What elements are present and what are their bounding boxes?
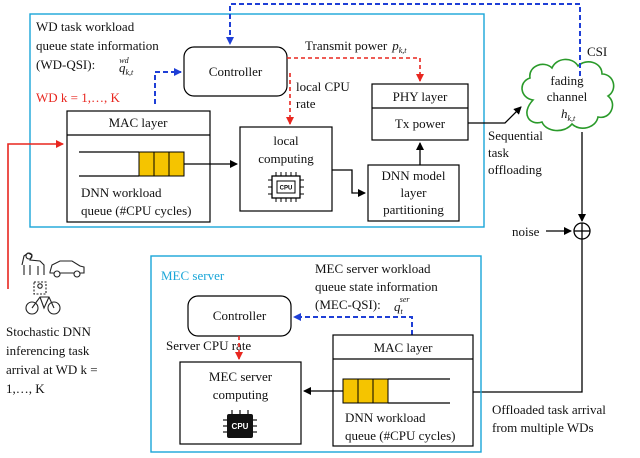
arrival-line1: Stochastic DNN [6,324,91,339]
channel-h-symbol: hk,t [561,106,576,123]
noise-label: noise [512,224,540,239]
phy-layer-label: PHY layer [393,89,448,104]
dnn-partition-box [367,164,460,222]
wd-mac-label: MAC layer [109,115,169,130]
arrival-line3: arrival at WD k = [6,362,98,377]
offload-arrival-line1: Offloaded task arrival [492,402,606,417]
mec-box [150,255,482,453]
mec-controller-label: Controller [213,308,267,323]
wd-qsi-line2: queue state information [36,38,159,53]
tx-power-label: Tx power [395,116,446,131]
cpu-chip-icon: CPU [268,172,304,202]
mec-qsi-symbol: qtser [394,295,410,316]
wd-queue-line2: queue (#CPU cycles) [81,203,191,218]
wd-qsi-line3: (WD-QSI): [36,57,95,72]
wd-index-label: WD k = 1,…, K [36,90,120,105]
mec-queue-cells [342,378,389,404]
local-cpu-line2: rate [296,96,316,111]
mec-qsi-line1: MEC server workload [315,261,431,276]
local-computing-line1: local [273,133,299,148]
mec-queue-line1: DNN workload [345,410,426,425]
mec-title: MEC server [161,268,225,283]
svg-text:CPU: CPU [232,422,249,431]
offload-arrival-line2: from multiple WDs [492,420,594,435]
transmit-power-arrow [287,57,424,82]
dnn-partition-line2: layer [401,185,428,200]
dnn-partition-line1: DNN model [382,168,446,183]
dnn-partition-line3: partitioning [383,202,444,217]
server-cpu-rate-label: Server CPU rate [166,338,251,353]
seq-offload-line3: offloading [488,162,542,177]
car-icon [49,260,85,278]
bicycle-icon [25,281,61,315]
noise-adder-icon [573,222,591,240]
wd-qsi-line1: WD task workload [36,19,135,34]
seq-offload-line1: Sequential [488,128,543,143]
wd-controller-box [183,46,288,97]
wd-queue-cells [138,151,185,177]
fading-line2: channel [547,89,588,104]
mec-mac-label: MAC layer [374,340,434,355]
svg-text:CPU: CPU [280,186,293,192]
wd-box [29,13,485,228]
mec-computing-line1: MEC server [209,369,273,384]
arrival-line2: inferencing task [6,343,90,358]
local-to-partition-arrow [332,169,366,197]
server-cpu-icon: CPU [223,410,257,438]
mec-qsi-line3: (MEC-QSI): [315,297,381,312]
local-computing-line2: computing [258,151,314,166]
phy-layer-box [371,83,469,141]
txpower-to-channel-arrow [468,106,522,124]
wd-qsi-symbol: qk,twd [119,56,134,77]
csi-label: CSI [587,44,607,59]
wd-controller-label: Controller [209,64,263,79]
mec-computing-line2: computing [213,387,269,402]
mec-qsi-arrow [293,313,413,335]
dog-icon [21,252,45,275]
wd-qsi-arrow [154,68,182,104]
arrival-arrow [7,140,64,289]
seq-offload-line2: task [488,145,509,160]
arrival-line4: 1,…, K [6,381,45,396]
local-cpu-line1: local CPU [296,79,350,94]
mec-qsi-line2: queue state information [315,279,438,294]
fading-line1: fading [550,73,584,88]
wd-queue-line1: DNN workload [81,185,162,200]
fading-channel-cloud [521,58,615,132]
mec-queue-line2: queue (#CPU cycles) [345,428,455,443]
csi-arrow [226,3,581,76]
